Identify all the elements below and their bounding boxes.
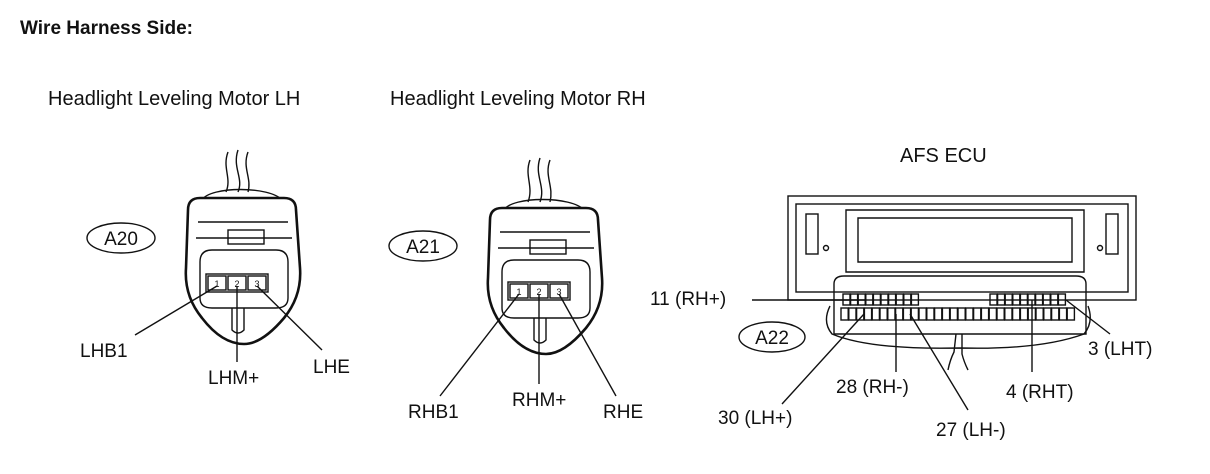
terminal-cell [1043,307,1052,321]
terminal-cell [887,307,896,321]
a21-code-oval [388,230,458,262]
terminal-cell [902,307,912,321]
a21-pin-3: 3 [556,287,561,297]
a22-label-4: 4 (RHT) [1006,382,1074,403]
terminal-cell [1066,307,1076,321]
a21-leader-3 [558,293,617,397]
a20-pin-2: 2 [234,279,239,289]
a21-title: Headlight Leveling Motor RH [390,88,646,110]
terminal-cell [965,307,974,321]
a20-label-lhb1: LHB1 [80,341,128,362]
terminal-cell [863,307,873,321]
a22-label-30: 30 (LH+) [718,408,792,429]
a20-label-lhe: LHE [313,357,350,378]
page-heading: Wire Harness Side: [20,18,194,39]
a20-pin-3: 3 [254,279,259,289]
a22-terminal-row-bottom [840,307,1076,321]
terminal-cell [949,307,959,321]
terminal-cell [840,307,849,321]
terminal-cell [871,307,881,321]
terminal-cell [926,307,935,321]
terminal-cell [879,307,888,321]
terminal-cell [1011,307,1021,321]
a22-code-oval [738,321,806,353]
a21-label-rhe: RHE [603,402,643,423]
a21-label-rhm: RHM+ [512,390,566,411]
terminal-cell [996,307,1005,321]
connector-a22: A22 11 (RH+) 3 (LHT) 28 (RH-) 4 (RHT) 30… [650,195,1152,441]
terminal-cell [972,307,982,321]
a22-label-28: 28 (RH-) [836,377,909,398]
a21-pin-1: 1 [516,287,521,297]
a22-code: A22 [755,328,789,349]
a21-pin-2: 2 [536,287,541,297]
terminal-cell [980,307,990,321]
terminal-cell [933,307,943,321]
a22-label-3: 3 (LHT) [1088,339,1152,360]
terminal-cell [1004,307,1013,321]
a21-code: A21 [406,237,440,258]
a20-leader-1 [134,285,218,336]
a21-label-rhb1: RHB1 [408,402,459,423]
terminal-cell [1050,307,1060,321]
connector-a21: 1 2 3 A21 RHB1 RHM+ RHE [388,157,643,423]
a20-leader-3 [256,285,323,351]
a20-code: A20 [104,229,138,250]
terminal-cell [957,307,966,321]
terminal-cell [1019,307,1029,321]
a22-leader-27 [909,313,969,411]
terminal-cell [1057,293,1067,306]
harness-outline [825,305,1091,349]
a20-label-lhm: LHM+ [208,368,259,389]
terminal-cell [1035,307,1044,321]
a22-label-11: 11 (RH+) [650,289,726,310]
ecu-connector-face [833,275,1087,335]
a22-leader-3 [1065,299,1111,335]
connector-a20: 1 2 3 A20 LHB1 LHM+ LHE [80,149,350,389]
a22-title: AFS ECU [900,145,987,167]
a20-pin-1: 1 [214,279,219,289]
terminal-cell [848,307,857,321]
terminal-cell [918,307,927,321]
a21-leader-1 [439,293,520,397]
a20-code-oval [86,222,156,254]
ecu-housing [787,195,1137,301]
a20-title: Headlight Leveling Motor LH [48,88,301,110]
terminal-cell [988,307,998,321]
terminal-cell [1058,307,1068,321]
a22-leader-30 [781,313,865,405]
terminal-cell [910,293,920,306]
a22-label-27: 27 (LH-) [936,420,1006,441]
terminal-cell [941,307,951,321]
